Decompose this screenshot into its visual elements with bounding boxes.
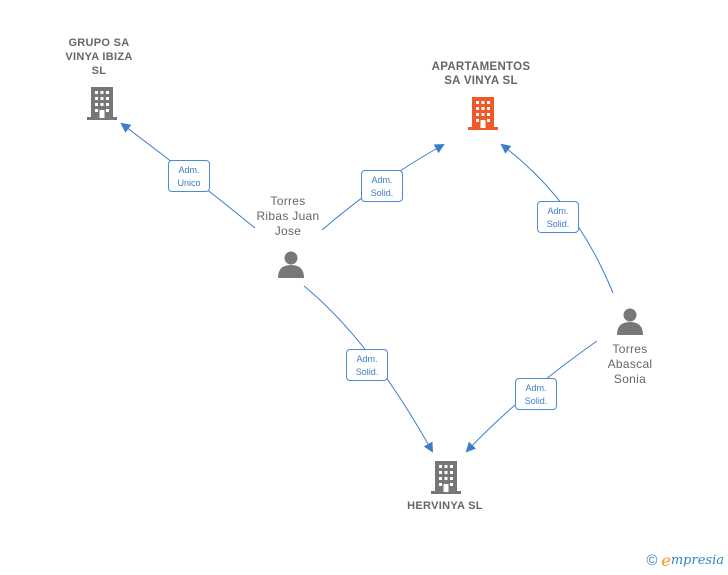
company-label-hervinya[interactable]: HERVINYA SL xyxy=(407,500,483,512)
building-icon[interactable] xyxy=(430,459,462,495)
building-icon[interactable] xyxy=(86,85,118,121)
person-icon[interactable] xyxy=(276,249,306,279)
relation-badge-torres-jose-hervinya[interactable]: Adm. Solid. xyxy=(346,349,388,381)
company-label-apartamentos[interactable]: APARTAMENTOS SA VINYA SL xyxy=(431,61,531,87)
relation-badge-torres-jose-apartamentos[interactable]: Adm. Solid. xyxy=(361,170,403,202)
brand-name: mpresia xyxy=(670,553,724,568)
copyright-icon: © xyxy=(646,552,658,569)
footer-brand: © e mpresia xyxy=(646,551,724,570)
person-label-torres-sonia[interactable]: Torres Abascal Sonia xyxy=(607,342,653,386)
relation-badge-torres-sonia-hervinya[interactable]: Adm. Solid. xyxy=(515,378,557,410)
relation-badge-torres-jose-grupo[interactable]: Adm. Unico xyxy=(168,160,210,192)
building-icon[interactable] xyxy=(467,95,499,131)
person-label-torres-jose[interactable]: Torres Ribas Juan Jose xyxy=(256,194,320,238)
relation-badge-torres-sonia-apartamentos[interactable]: Adm. Solid. xyxy=(537,201,579,233)
company-label-grupo[interactable]: GRUPO SA VINYA IBIZA SL xyxy=(65,37,133,77)
brand-initial: e xyxy=(661,551,671,570)
person-icon[interactable] xyxy=(615,306,645,336)
